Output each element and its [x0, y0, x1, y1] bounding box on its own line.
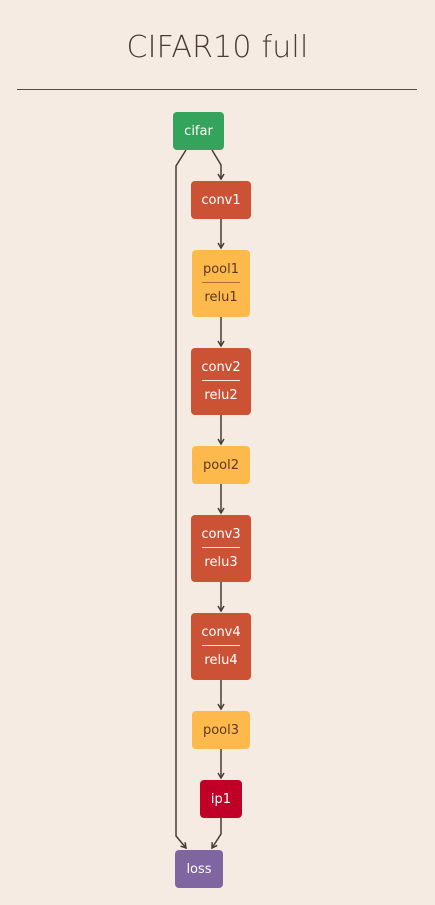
node-conv3-label: conv3 [201, 527, 241, 542]
title-divider [17, 89, 417, 90]
node-conv1[interactable]: conv1 [191, 181, 251, 219]
node-ip1[interactable]: ip1 [200, 780, 242, 818]
node-loss-label: loss [186, 861, 212, 877]
node-pool3[interactable]: pool3 [192, 711, 250, 749]
node-conv4-separator [202, 645, 240, 646]
node-cifar[interactable]: cifar [173, 112, 224, 150]
node-conv4-sublabel: relu4 [204, 653, 238, 668]
node-pool1-sublabel: relu1 [204, 290, 238, 305]
node-ip1-label: ip1 [210, 791, 232, 807]
edge-cifar-loss [175, 149, 187, 850]
node-pool1-separator [202, 282, 240, 283]
node-pool2[interactable]: pool2 [192, 446, 250, 484]
node-conv4-label: conv4 [201, 625, 241, 640]
node-pool3-label: pool3 [202, 722, 240, 738]
node-loss[interactable]: loss [175, 850, 223, 888]
node-conv2-label: conv2 [201, 360, 241, 375]
node-pool1[interactable]: pool1 relu1 [192, 250, 250, 317]
node-conv2-separator [202, 380, 240, 381]
node-conv4[interactable]: conv4 relu4 [191, 613, 251, 680]
node-conv2[interactable]: conv2 relu2 [191, 348, 251, 415]
diagram-title: CIFAR10 full [126, 30, 309, 65]
node-pool2-label: pool2 [202, 457, 240, 473]
node-conv3[interactable]: conv3 relu3 [191, 515, 251, 582]
node-conv3-separator [202, 547, 240, 548]
node-conv1-label: conv1 [201, 192, 241, 208]
node-conv2-sublabel: relu2 [204, 388, 238, 403]
edge-ip1-loss [211, 818, 222, 850]
node-pool1-label: pool1 [202, 262, 240, 277]
edge-cifar-conv1 [211, 149, 225, 181]
node-conv3-sublabel: relu3 [204, 555, 238, 570]
node-cifar-label: cifar [184, 123, 213, 139]
